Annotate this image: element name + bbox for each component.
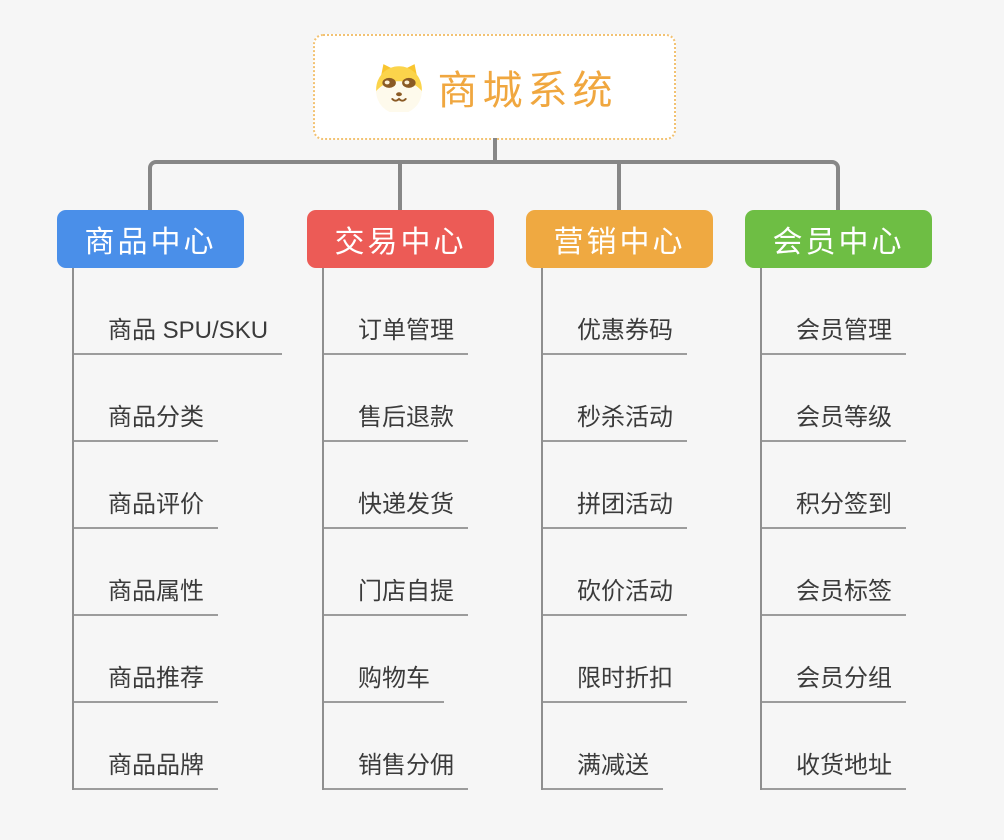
branch-header-trade-center[interactable]: 交易中心 xyxy=(307,210,494,268)
shiba-dog-icon xyxy=(375,64,422,112)
branch-children-marketing: 优惠券码 秒杀活动 拼团活动 砍价活动 限时折扣 满减送 xyxy=(541,268,713,790)
topic-item[interactable]: 砍价活动 xyxy=(543,529,687,616)
topic-item[interactable]: 售后退款 xyxy=(324,355,468,442)
topic-item[interactable]: 积分签到 xyxy=(762,442,906,529)
topic-item[interactable]: 优惠券码 xyxy=(543,268,687,355)
branch-trade-center: 交易中心 订单管理 售后退款 快递发货 门店自提 购物车 销售分佣 xyxy=(307,210,494,790)
topic-item[interactable]: 拼团活动 xyxy=(543,442,687,529)
branch-label: 交易中心 xyxy=(334,226,467,259)
connector-drop-marketing xyxy=(617,163,621,210)
topic-item[interactable]: 商品 SPU/SKU xyxy=(74,268,283,355)
topic-item[interactable]: 订单管理 xyxy=(324,268,468,355)
topic-item[interactable]: 商品推荐 xyxy=(74,616,218,703)
topic-item[interactable]: 收货地址 xyxy=(762,703,906,790)
topic-item[interactable]: 购物车 xyxy=(324,616,444,703)
topic-item[interactable]: 满减送 xyxy=(543,703,663,790)
branch-header-marketing-center[interactable]: 营销中心 xyxy=(526,210,713,268)
topic-item[interactable]: 会员管理 xyxy=(762,268,906,355)
branch-product-center: 商品中心 商品 SPU/SKU 商品分类 商品评价 商品属性 商品推荐 商品品牌 xyxy=(57,210,283,790)
branch-children-member: 会员管理 会员等级 积分签到 会员标签 会员分组 收货地址 xyxy=(760,268,932,790)
branch-children-product: 商品 SPU/SKU 商品分类 商品评价 商品属性 商品推荐 商品品牌 xyxy=(72,268,283,790)
topic-item[interactable]: 商品属性 xyxy=(74,529,218,616)
connector-harness xyxy=(148,160,840,210)
topic-item[interactable]: 限时折扣 xyxy=(543,616,687,703)
topic-item[interactable]: 商品品牌 xyxy=(74,703,218,790)
topic-item[interactable]: 会员标签 xyxy=(762,529,906,616)
branch-children-trade: 订单管理 售后退款 快递发货 门店自提 购物车 销售分佣 xyxy=(322,268,494,790)
branch-header-member-center[interactable]: 会员中心 xyxy=(745,210,932,268)
root-node[interactable]: 商城系统 xyxy=(313,34,676,140)
topic-item[interactable]: 秒杀活动 xyxy=(543,355,687,442)
root-title: 商城系统 xyxy=(437,69,618,113)
topic-item[interactable]: 快递发货 xyxy=(324,442,468,529)
branch-label: 营销中心 xyxy=(553,226,686,259)
branch-header-product-center[interactable]: 商品中心 xyxy=(57,210,244,268)
branch-member-center: 会员中心 会员管理 会员等级 积分签到 会员标签 会员分组 收货地址 xyxy=(745,210,932,790)
connector-drop-trade xyxy=(398,163,402,210)
branch-label: 会员中心 xyxy=(772,226,905,259)
branch-label: 商品中心 xyxy=(84,226,217,259)
topic-item[interactable]: 商品分类 xyxy=(74,355,218,442)
topic-item[interactable]: 门店自提 xyxy=(324,529,468,616)
topic-item[interactable]: 会员分组 xyxy=(762,616,906,703)
topic-item[interactable]: 会员等级 xyxy=(762,355,906,442)
connector-root-trunk xyxy=(493,138,497,164)
topic-item[interactable]: 销售分佣 xyxy=(324,703,468,790)
branch-marketing-center: 营销中心 优惠券码 秒杀活动 拼团活动 砍价活动 限时折扣 满减送 xyxy=(526,210,713,790)
topic-item[interactable]: 商品评价 xyxy=(74,442,218,529)
